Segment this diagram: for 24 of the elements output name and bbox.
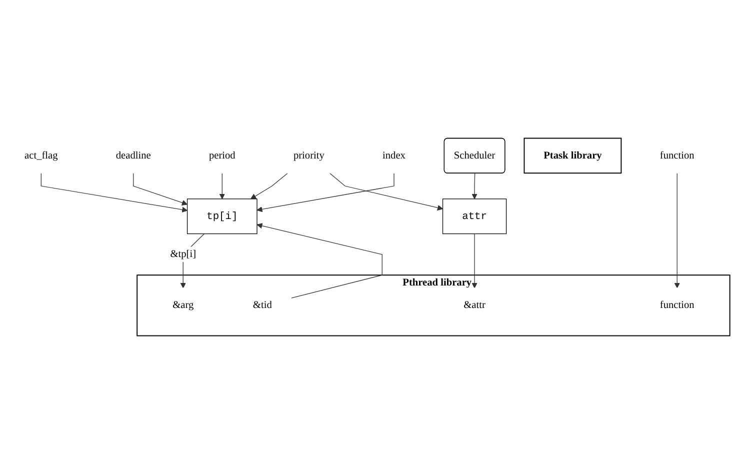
node-text: &attr <box>464 300 486 311</box>
node-text: act_flag <box>24 150 58 161</box>
arrow <box>133 172 188 206</box>
arrow <box>40 172 188 212</box>
node-text: deadline <box>116 150 151 161</box>
arrow <box>250 172 288 200</box>
arrow <box>472 173 478 200</box>
node-text: function <box>660 150 694 161</box>
node-box: Ptask library <box>524 138 622 174</box>
node-text: period <box>208 150 236 161</box>
arrow <box>256 223 382 298</box>
node-text: priority <box>293 150 324 161</box>
node-text: &arg <box>172 300 194 311</box>
arrow <box>329 172 444 210</box>
node-box: attr <box>442 198 507 234</box>
edge-label: &tp[i] <box>170 248 196 260</box>
node-box: tp[i] <box>186 198 258 234</box>
arrow <box>674 172 680 288</box>
node-text: function <box>660 300 694 311</box>
arrow <box>472 233 478 288</box>
node-text: index <box>382 150 406 161</box>
arrow <box>256 172 394 212</box>
node-text: &tid <box>252 300 272 311</box>
arrow <box>219 172 225 200</box>
